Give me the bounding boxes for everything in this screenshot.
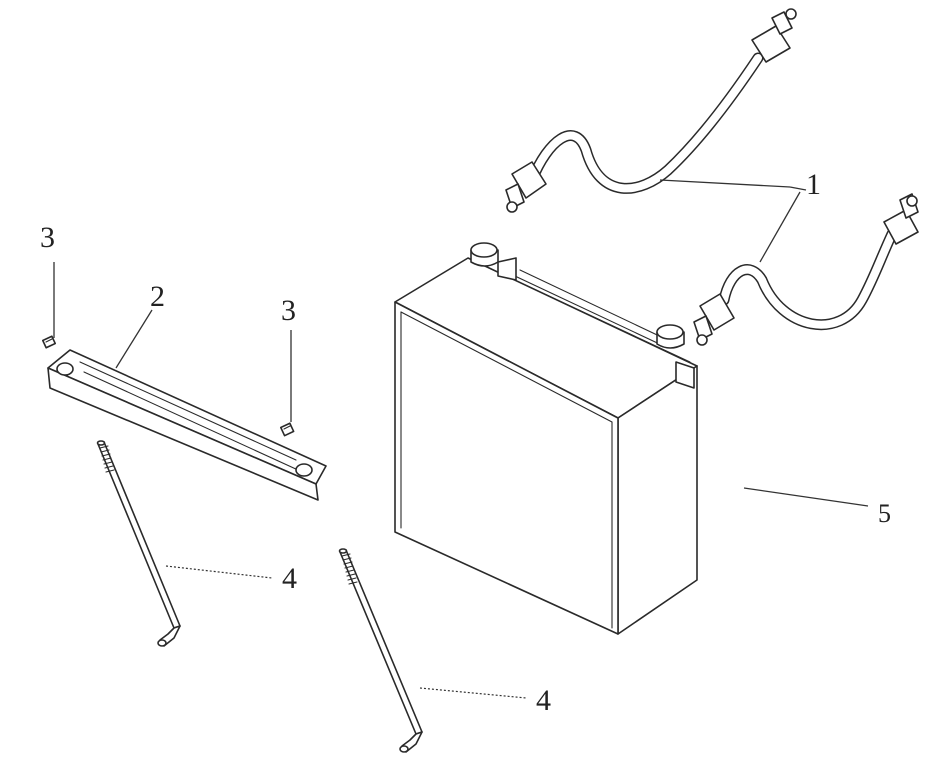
nut-left <box>41 335 57 349</box>
leader-5 <box>743 487 869 507</box>
leader-1-c <box>759 191 801 263</box>
nut-right <box>279 422 295 437</box>
leader-1-b <box>789 186 807 191</box>
rod-left <box>96 440 181 647</box>
leader-4-left <box>165 565 273 579</box>
battery-terminal-left <box>470 242 517 281</box>
leader-4-right <box>419 687 527 699</box>
cable-upper-lug-upper <box>751 8 797 63</box>
callout-4-right: 4 <box>536 684 551 717</box>
cable-upper-lug-lower <box>505 161 547 213</box>
cable-upper <box>505 8 797 213</box>
callout-5: 5 <box>878 499 891 528</box>
callout-3-right: 3 <box>281 294 296 327</box>
leader-lines <box>53 179 869 699</box>
bracket <box>47 349 327 501</box>
callout-3-left: 3 <box>40 221 55 254</box>
leader-1-a <box>659 179 791 188</box>
battery <box>394 242 698 635</box>
callout-1: 1 <box>806 168 821 201</box>
rod-right <box>338 548 423 753</box>
battery-terminal-right <box>656 324 695 389</box>
callout-4-left: 4 <box>282 562 297 595</box>
cable-lower <box>693 193 919 346</box>
cable-lower-lug-left <box>693 293 735 346</box>
leader-2 <box>115 309 153 369</box>
callout-2: 2 <box>150 280 165 313</box>
cable-lower-lug-right <box>883 193 919 245</box>
